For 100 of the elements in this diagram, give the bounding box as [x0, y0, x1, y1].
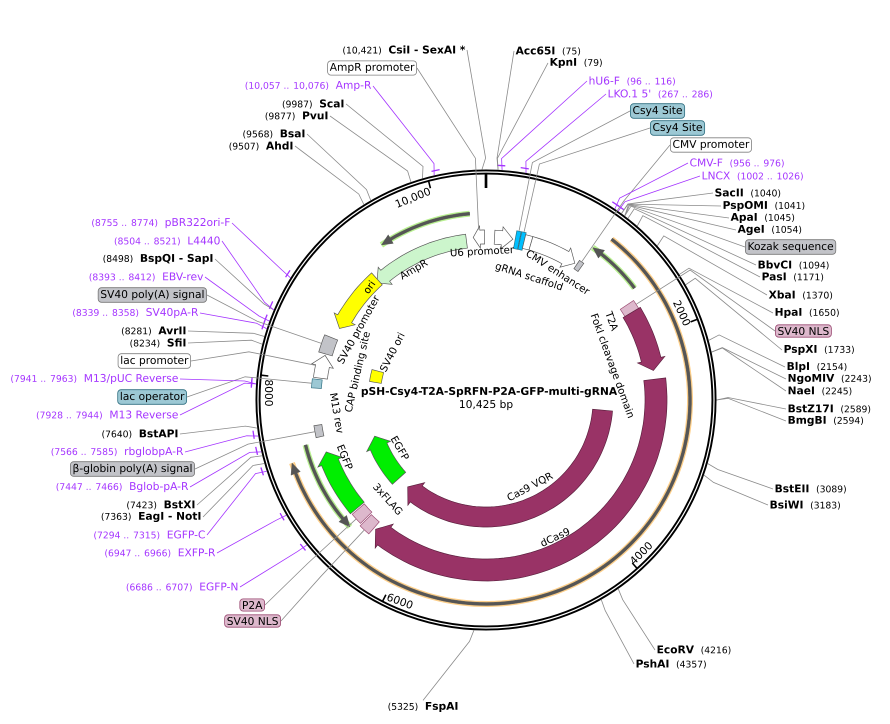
leader-line: [624, 206, 746, 248]
feature-box: AmpR promoter: [327, 60, 417, 76]
leader-line: [526, 94, 606, 174]
feature-box: β-globin poly(A) signal: [70, 461, 195, 477]
leader-line: [716, 397, 786, 410]
restriction-site-label: (7363) EagI - NotI: [102, 512, 200, 522]
leader-line: [206, 294, 322, 344]
leader-line: [294, 146, 364, 205]
primer-label: (7294 .. 7315) EGFP-C: [94, 530, 205, 540]
leader-line: [330, 116, 412, 182]
leader-line: [685, 278, 782, 350]
restriction-site-label: NaeI (2245): [788, 386, 852, 396]
restriction-site-label: (9568) BsaI: [243, 130, 304, 138]
leader-line: [614, 162, 688, 210]
feature-block: [318, 334, 338, 356]
leader-line: [636, 270, 776, 332]
restriction-site-label: KpnI (79): [550, 58, 602, 68]
feature-label: T2A: [606, 310, 618, 332]
feature-block: [360, 514, 380, 534]
feature-box: Csy4 Site: [630, 103, 686, 119]
restriction-site-label: (9877) PvuI: [266, 112, 328, 120]
feature-box: CMV promoter: [670, 137, 752, 153]
feature-box: lac promoter: [118, 353, 191, 369]
leader-line: [707, 463, 774, 490]
feature-box: SV40 NLS: [224, 614, 281, 628]
leader-line: [180, 426, 258, 434]
leader-line: [618, 588, 656, 650]
primer-label: (8504 .. 8521) L4440: [114, 236, 220, 246]
leader-line: [636, 215, 760, 278]
restriction-site-label: (9507) AhdI: [230, 141, 292, 151]
primer-label: (7928 .. 7944) M13 Reverse: [36, 410, 178, 420]
leader-line: [222, 240, 274, 310]
primer-label: (8755 .. 8774) pBR322ori-F: [92, 218, 230, 228]
primer-label: (7941 .. 7963) M13/pUC Reverse: [11, 374, 178, 384]
restriction-site-label: EcoRV (4216): [658, 646, 730, 654]
gene-feature: [310, 354, 334, 380]
feature-arc: [380, 210, 470, 248]
leader-line: [618, 176, 700, 212]
leader-line: [600, 599, 634, 664]
restriction-site-label: HpaI (1650): [776, 308, 839, 318]
leader-line: [497, 62, 548, 170]
leader-line: [518, 110, 630, 232]
leader-line: [264, 518, 356, 606]
feature-box: Csy4 Site: [650, 120, 706, 136]
leader-line: [708, 334, 786, 368]
gene-feature: [622, 306, 666, 371]
restriction-site-label: PshAI (4357): [636, 659, 706, 669]
feature-box: P2A: [239, 598, 265, 612]
leader-line: [196, 455, 263, 506]
restriction-site-label: (8281) AvrII: [122, 326, 186, 336]
coordinate-label: 8000: [264, 380, 274, 406]
leader-line: [188, 330, 265, 337]
leader-line: [422, 630, 474, 701]
leader-line: [711, 348, 786, 392]
primer-label: (8393 .. 8412) EBV-rev: [90, 272, 204, 282]
feature-block: [620, 300, 640, 318]
leader-line: [628, 208, 756, 266]
leader-line: [190, 351, 316, 366]
restriction-site-label: BstEII (3089): [776, 484, 846, 494]
leader-line: [186, 376, 312, 398]
gene-feature: [376, 234, 468, 285]
restriction-site-label: PspOMI (1041): [724, 200, 804, 212]
leader-line: [214, 258, 274, 310]
leader-line: [200, 312, 268, 330]
primer-label: CMV-F (956 .. 976): [690, 158, 784, 168]
gene-feature: [407, 408, 613, 528]
primer-label: LKO.1 5' (267 .. 286): [608, 89, 712, 99]
leader-line: [216, 514, 287, 554]
leader-line: [280, 530, 364, 622]
leader-line: [524, 128, 650, 232]
leader-line: [306, 134, 372, 201]
leader-line: [582, 144, 670, 262]
leader-line: [180, 378, 256, 384]
leader-line: [704, 474, 768, 506]
restriction-site-label: PspXI (1733): [784, 345, 854, 355]
leader-line: [716, 398, 786, 422]
feature-label: EGFP: [337, 444, 353, 468]
restriction-site-label: BstZ17I (2589): [788, 404, 870, 414]
feature-block: [522, 234, 534, 250]
coordinate-label: 2000: [673, 300, 690, 326]
feature-block: [311, 378, 323, 389]
leader-line: [240, 544, 308, 588]
feature-block: [352, 503, 372, 524]
restriction-site-label: (8498) BspQI - SapI: [103, 254, 212, 264]
restriction-site-label: XbaI (1370): [768, 290, 832, 300]
leader-line: [204, 276, 270, 322]
leader-line: [206, 470, 268, 536]
feature-box: SV40 poly(A) signal: [98, 287, 207, 303]
primer-label: (7566 .. 7585) rbglobpA-R: [52, 446, 184, 458]
leader-line: [180, 382, 256, 416]
restriction-site-label: (9987) ScaI: [282, 99, 344, 109]
feature-block: [314, 424, 324, 438]
feature-label: Cas9 VQR: [508, 472, 554, 500]
plasmid-size: 10,425 bp: [460, 400, 513, 410]
leader-line: [372, 86, 435, 176]
coordinate-label: 6000: [388, 594, 413, 608]
leader-line: [346, 104, 424, 179]
leader-line: [194, 431, 315, 470]
restriction-site-label: (10,421) CsiI - SexAI *: [343, 45, 466, 55]
leader-line: [232, 222, 291, 278]
